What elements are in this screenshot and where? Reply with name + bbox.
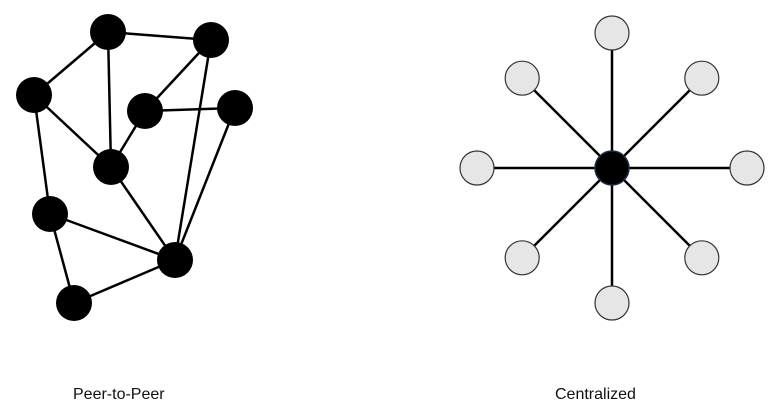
p2p-node-n6: [32, 196, 68, 232]
peer-to-peer-diagram: [16, 14, 253, 321]
p2p-node-n10: [56, 285, 92, 321]
p2p-edge-n5-n7: [109, 166, 177, 261]
p2p-edge-n7-n8: [173, 107, 237, 261]
central-leaf-node-6: [504, 240, 540, 276]
central-spoke-8: [521, 77, 613, 169]
p2p-node-n1: [90, 14, 126, 50]
p2p-edge-n2-n7: [173, 39, 213, 261]
centralized-diagram: [459, 15, 765, 321]
p2p-edge-n3-n6: [32, 94, 52, 215]
central-leaf-node-3: [729, 150, 765, 186]
p2p-edge-n1-n5: [106, 31, 113, 168]
p2p-node-n8: [217, 90, 253, 126]
p2p-node-n2: [193, 22, 229, 58]
p2p-node-n5: [93, 149, 129, 185]
central-spoke-2: [611, 77, 703, 169]
centralized-label: Centralized: [555, 386, 636, 403]
p2p-node-n4: [127, 93, 163, 129]
central-leaf-node-7: [459, 150, 495, 186]
peer-to-peer-label: Peer-to-Peer: [73, 386, 165, 403]
central-leaf-node-5: [594, 285, 630, 321]
central-leaf-node-1: [594, 15, 630, 51]
central-leaf-node-2: [684, 60, 720, 96]
p2p-node-n7: [157, 242, 193, 278]
central-hub-node: [594, 150, 630, 186]
p2p-edge-n6-n7: [49, 212, 176, 262]
p2p-edge-n7-n10: [73, 258, 176, 305]
central-spoke-4: [611, 167, 703, 259]
central-leaf-node-8: [504, 60, 540, 96]
p2p-node-n3: [16, 77, 52, 113]
central-spoke-6: [521, 167, 613, 259]
central-leaf-node-4: [684, 240, 720, 276]
